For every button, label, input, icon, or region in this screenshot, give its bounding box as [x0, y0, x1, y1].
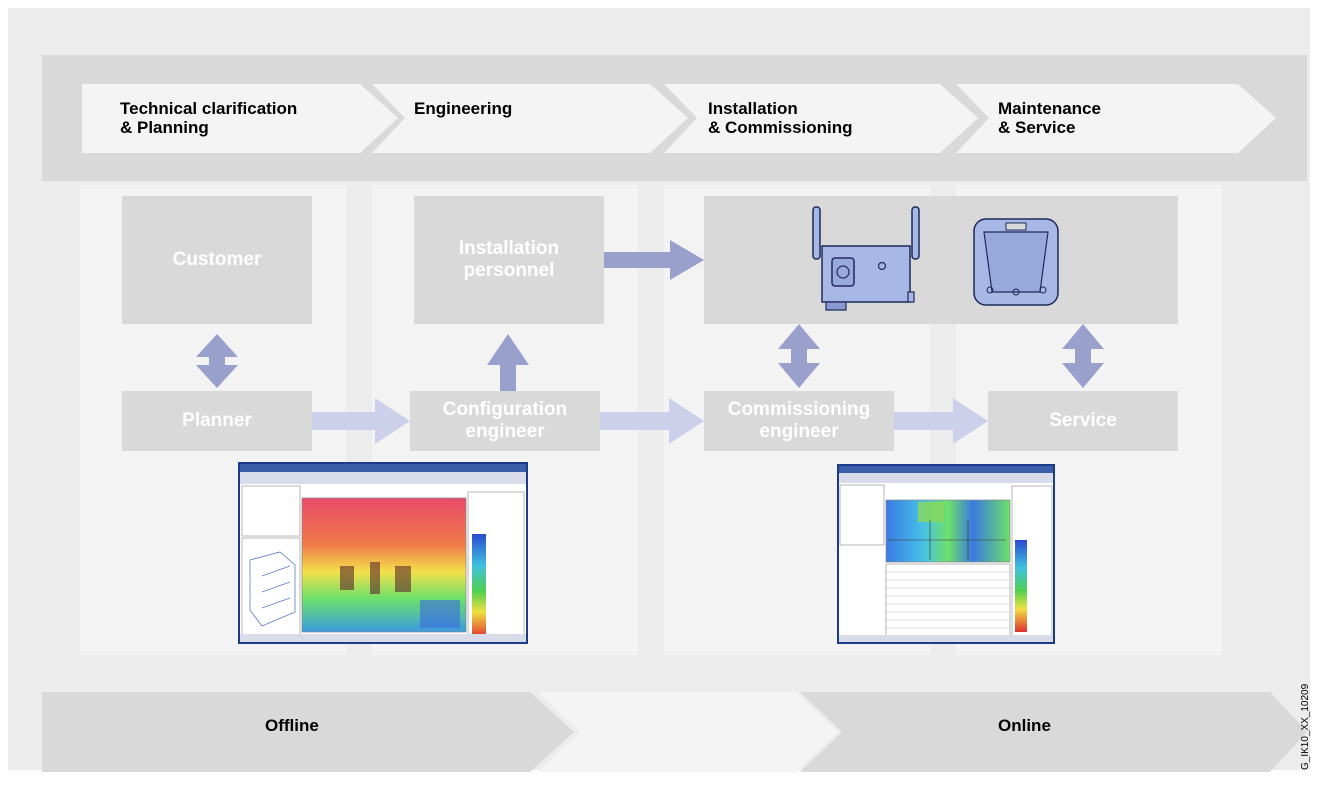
- phase-chevron-engineering: [372, 84, 688, 153]
- box-configuration-engineer: Configuration engineer: [410, 391, 600, 451]
- chevron-offline: [42, 692, 574, 772]
- arrow-personnel-to-devices: [604, 240, 704, 280]
- arrow-devices-commissioning: [778, 324, 820, 388]
- box-devices: [704, 196, 1178, 324]
- arrow-devices-service: [1062, 324, 1104, 388]
- arrow-config-to-commissioning: [600, 398, 704, 444]
- phase-chevron-installation: [664, 84, 978, 153]
- phase-chevron-planning: [82, 84, 398, 153]
- arrow-commissioning-to-service: [894, 398, 988, 444]
- phase-label-engineering: Engineering: [414, 99, 513, 118]
- chevron-transition: [538, 692, 838, 772]
- access-point-device: [812, 206, 920, 311]
- label-online: Online: [998, 716, 1051, 735]
- box-installation-personnel: Installation personnel: [414, 196, 604, 324]
- phase-label-planning: Technical clarification & Planning: [120, 99, 298, 137]
- chevron-online: [800, 692, 1307, 772]
- arrow-customer-planner: [196, 334, 238, 388]
- phase-chevron-maintenance: [956, 84, 1276, 153]
- phase-label-installation: Installation & Commissioning: [708, 99, 853, 137]
- arrow-config-to-personnel: [487, 334, 529, 391]
- client-module-device: [973, 218, 1059, 306]
- box-customer: Customer: [122, 196, 312, 324]
- screenshot-commissioning-tool: [837, 464, 1055, 644]
- phase-label-maintenance: Maintenance & Service: [998, 99, 1101, 137]
- box-planner: Planner: [122, 391, 312, 451]
- label-offline: Offline: [265, 716, 319, 735]
- arrow-planner-to-config: [312, 398, 410, 444]
- document-code: G_IK10_XX_10209: [1300, 683, 1311, 770]
- screenshot-planning-tool: [238, 462, 528, 644]
- box-service: Service: [988, 391, 1178, 451]
- box-commissioning-engineer: Commissioning engineer: [704, 391, 894, 451]
